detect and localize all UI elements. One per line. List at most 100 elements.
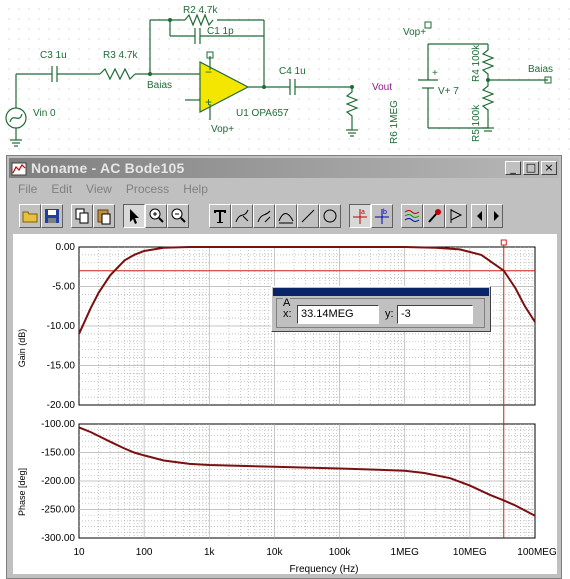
phase-axis-label: Phase [deg] bbox=[17, 468, 27, 516]
schematic-canvas: + − + R2 4.7k C1 1p C3 1u R3 4.7k Baias … bbox=[0, 0, 570, 152]
chart-app-icon bbox=[11, 162, 27, 176]
line-icon bbox=[301, 209, 315, 223]
annotate-button-1[interactable] bbox=[231, 204, 253, 228]
arrow-right-icon bbox=[494, 211, 499, 221]
save-button[interactable] bbox=[41, 204, 63, 228]
menu-file[interactable]: File bbox=[18, 182, 38, 196]
cursor-x-field[interactable]: 33.14MEG bbox=[297, 305, 379, 324]
eyedropper-icon bbox=[428, 209, 441, 223]
cursor-handle[interactable] bbox=[500, 239, 507, 246]
pointer-arrow-icon bbox=[130, 209, 139, 224]
zoom-in-button[interactable] bbox=[145, 204, 167, 228]
scroll-left-button[interactable] bbox=[471, 204, 487, 228]
gain-ytick-label: -15.00 bbox=[47, 361, 76, 372]
cursor-y-label: y: bbox=[385, 308, 394, 320]
annotate-button-2[interactable] bbox=[253, 204, 275, 228]
minimize-button[interactable]: _ bbox=[505, 161, 521, 175]
pen-curve-icon bbox=[235, 209, 249, 223]
frequency-tick-label: 100 bbox=[136, 547, 153, 558]
frequency-tick-label: 1k bbox=[204, 547, 216, 558]
frequency-tick-label: 1MEG bbox=[391, 547, 420, 558]
label-v-source: V+ 7 bbox=[438, 86, 459, 97]
gain-trace bbox=[78, 246, 536, 335]
menu-help[interactable]: Help bbox=[183, 182, 208, 196]
menu-edit[interactable]: Edit bbox=[51, 182, 73, 196]
label-c1: C1 1p bbox=[207, 26, 234, 37]
label-vop-top: Vop+ bbox=[403, 27, 426, 38]
curve-fit-icon bbox=[278, 213, 294, 224]
label-baias-left: Baias bbox=[147, 80, 172, 91]
bode-plot-svg[interactable]: 0.00-5.00-10.00-15.00-20.00-100.00-150.0… bbox=[13, 234, 557, 575]
window-title: Noname - AC Bode105 bbox=[31, 160, 185, 176]
label-c3: C3 1u bbox=[40, 50, 67, 61]
gain-ytick-label: -20.00 bbox=[47, 400, 76, 411]
cursor-dialog-caption[interactable] bbox=[273, 288, 489, 296]
phase-ytick-label: -300.00 bbox=[41, 533, 75, 544]
cursor-a-button[interactable]: a bbox=[349, 204, 371, 228]
cursor-group-label: A bbox=[283, 297, 291, 309]
label-r6: R6 1MEG bbox=[389, 100, 400, 144]
zoom-in-icon bbox=[149, 208, 164, 223]
select-pointer-button[interactable] bbox=[123, 204, 145, 228]
phase-ytick-label: -100.00 bbox=[41, 419, 75, 430]
cursor-y-field[interactable]: -3 bbox=[397, 305, 473, 324]
frequency-tick-label: 100MEG bbox=[517, 547, 557, 558]
svg-text:+: + bbox=[205, 95, 212, 109]
circle-icon bbox=[323, 209, 337, 223]
zoom-100-button[interactable] bbox=[167, 204, 189, 228]
frequency-tick-label: 100k bbox=[329, 547, 352, 558]
menu-process[interactable]: Process bbox=[125, 182, 170, 196]
marker-button[interactable] bbox=[445, 204, 467, 228]
open-button[interactable] bbox=[19, 204, 41, 228]
frequency-axis-label: Frequency (Hz) bbox=[290, 564, 359, 574]
title-bar[interactable]: Noname - AC Bode105 _ □ × bbox=[9, 158, 559, 178]
color-waves-icon bbox=[404, 210, 420, 222]
toolbar: a b bbox=[11, 204, 557, 230]
frequency-tick-label: 10 bbox=[73, 547, 85, 558]
save-disk-icon bbox=[45, 209, 59, 223]
frequency-tick-label: 10MEG bbox=[453, 547, 487, 558]
cursor-group-box: A x: 33.14MEG y: -3 bbox=[276, 297, 485, 328]
paste-button[interactable] bbox=[93, 204, 115, 228]
label-r5: R5 100k bbox=[471, 104, 482, 142]
menu-bar: File Edit View Process Help bbox=[11, 180, 215, 198]
line-tool-button[interactable] bbox=[297, 204, 319, 228]
text-t-icon bbox=[214, 210, 226, 223]
cursor-a-lines[interactable] bbox=[79, 239, 535, 538]
copy-icon bbox=[75, 208, 89, 224]
gain-ytick-label: -5.00 bbox=[52, 282, 75, 293]
schematic-drawing: + − + R2 4.7k C1 1p C3 1u R3 4.7k Baias … bbox=[5, 5, 553, 147]
phase-ytick-label: -200.00 bbox=[41, 476, 75, 487]
label-c4: C4 1u bbox=[279, 66, 306, 77]
phase-ytick-label: -250.00 bbox=[41, 505, 75, 516]
svg-text:−: − bbox=[205, 65, 212, 79]
cursor-readout-dialog[interactable]: A x: 33.14MEG y: -3 bbox=[271, 286, 491, 332]
colors-button[interactable] bbox=[401, 204, 423, 228]
label-r3: R3 4.7k bbox=[103, 50, 138, 61]
gain-axis-label: Gain (dB) bbox=[17, 329, 27, 368]
cursor-b-button[interactable]: b bbox=[371, 204, 393, 228]
pen-trace-icon bbox=[257, 210, 271, 223]
pick-color-button[interactable] bbox=[423, 204, 445, 228]
axis-ticks: 0.00-5.00-10.00-15.00-20.00-100.00-150.0… bbox=[41, 242, 557, 558]
circle-tool-button[interactable] bbox=[319, 204, 341, 228]
maximize-button[interactable]: □ bbox=[523, 161, 539, 175]
scroll-right-button[interactable] bbox=[487, 204, 503, 228]
zoom-100-icon bbox=[171, 208, 186, 223]
annotate-button-3[interactable] bbox=[275, 204, 297, 228]
text-tool-button[interactable] bbox=[209, 204, 231, 228]
copy-button[interactable] bbox=[71, 204, 93, 228]
gain-ytick-label: -10.00 bbox=[47, 321, 76, 332]
cursor-b-icon: b bbox=[375, 209, 389, 224]
cursor-x-label: x: bbox=[283, 308, 292, 320]
bode-plot-area[interactable]: 0.00-5.00-10.00-15.00-20.00-100.00-150.0… bbox=[13, 234, 557, 575]
menu-view[interactable]: View bbox=[86, 182, 112, 196]
label-r4: R4 100k bbox=[471, 44, 482, 82]
close-button[interactable]: × bbox=[541, 161, 557, 175]
paste-icon bbox=[97, 209, 111, 225]
flag-icon bbox=[450, 209, 463, 223]
open-folder-icon bbox=[22, 211, 38, 223]
phase-grid bbox=[78, 423, 536, 539]
arrow-left-icon bbox=[477, 211, 482, 221]
label-vop-bottom: Vop+ bbox=[211, 124, 234, 135]
